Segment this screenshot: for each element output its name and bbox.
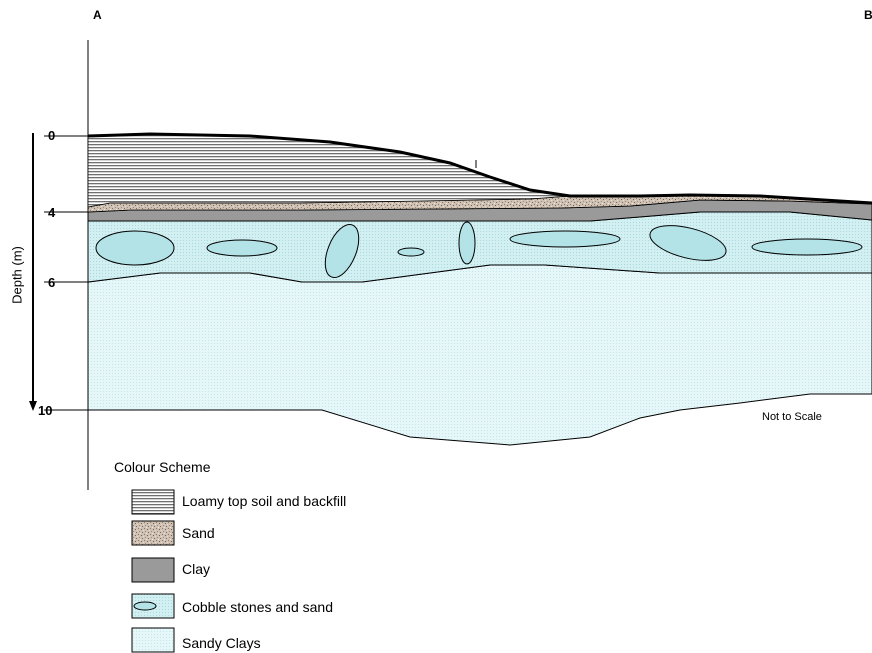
- depth-axis-arrowhead: [29, 401, 37, 411]
- legend-swatch-sandy-clays: [132, 628, 174, 652]
- legend-label-sand: Sand: [182, 526, 215, 540]
- cobble-stone: [510, 231, 620, 247]
- legend-title: Colour Scheme: [114, 460, 211, 474]
- scale-note: Not to Scale: [762, 412, 822, 423]
- cobble-stone: [398, 248, 424, 256]
- legend-label-sandy-clays: Sandy Clays: [182, 636, 261, 650]
- layer-sandy-clays: [88, 265, 872, 445]
- section-end-label: B: [864, 9, 872, 21]
- legend-label-clay: Clay: [182, 562, 210, 576]
- legend-label-loamy-topsoil: Loamy top soil and backfill: [182, 494, 346, 508]
- cobble-stone: [752, 239, 862, 255]
- depth-tick-label: 4: [48, 206, 55, 219]
- depth-tick-label: 10: [38, 404, 52, 417]
- cobble-stone: [207, 240, 277, 256]
- depth-axis-title: Depth (m): [10, 246, 25, 304]
- legend-swatch-sand: [132, 521, 174, 545]
- legend-swatch-loamy-topsoil: [132, 490, 174, 514]
- cobble-stone: [96, 231, 174, 265]
- legend-swatch-cobble-stones: [132, 594, 174, 618]
- legend-swatch-clay: [132, 558, 174, 582]
- cobble-stone: [459, 222, 475, 264]
- depth-tick-label: 0: [48, 129, 55, 142]
- layer-loamy-topsoil: [88, 134, 570, 207]
- legend-label-cobble-stones: Cobble stones and sand: [182, 600, 333, 614]
- section-start-label: A: [93, 9, 102, 21]
- depth-tick-label: 6: [48, 276, 55, 289]
